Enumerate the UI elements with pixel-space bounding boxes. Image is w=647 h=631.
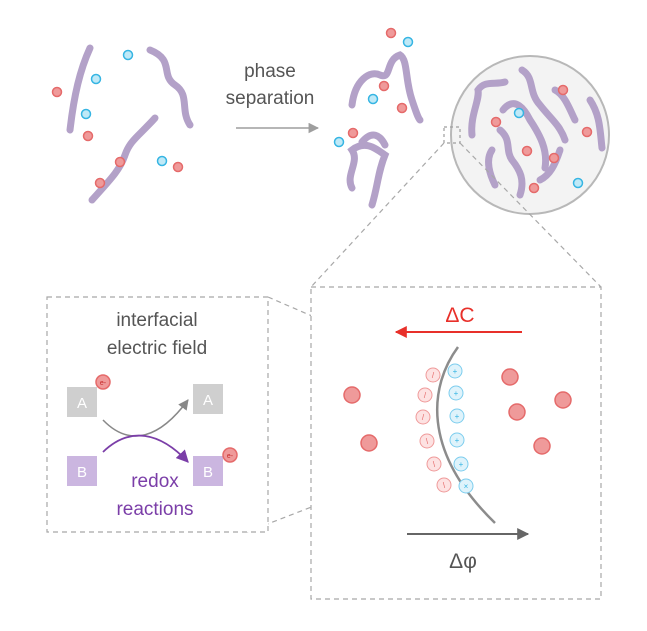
svg-text:/: / [422, 413, 425, 422]
polymer-strands-droplet [468, 66, 606, 199]
polymer-strand-1 [66, 44, 94, 134]
reduction-arrow [102, 434, 189, 463]
double-layer-anions: + + + + + × [447, 363, 474, 494]
polymer-strand-5 [358, 131, 389, 149]
svg-text:+: + [455, 412, 460, 421]
ions-dispersed [51, 49, 184, 189]
polymer-strands [66, 44, 194, 204]
redox-label: redox [131, 471, 179, 492]
bulk-ions [343, 368, 572, 455]
delta-phi-label: Δφ [449, 550, 477, 573]
svg-text:/: / [432, 371, 435, 380]
phase-label: phase [244, 61, 296, 82]
species-b-label-product: B [203, 464, 213, 481]
redox-inset-panel: interfacial electric field A e- A B B e-… [46, 296, 269, 533]
electron-a [95, 374, 111, 390]
species-b-label-reactant: B [77, 464, 87, 481]
double-layer-cations: / / / \ \ \ [415, 367, 452, 493]
polymer-strand-3 [88, 114, 159, 204]
interfacial-label: interfacial [116, 310, 197, 331]
interface-inset-panel: ΔC / / / \ \ [310, 286, 602, 600]
separation-label: separation [226, 88, 315, 109]
species-b-box-reactant [67, 456, 97, 486]
electric-field-label: electric field [107, 338, 207, 359]
polymer-strands-separated [346, 51, 424, 209]
electron-b [222, 447, 238, 463]
svg-text:+: + [453, 367, 458, 376]
svg-text:+: + [455, 436, 460, 445]
species-a-box-reactant [67, 387, 97, 417]
polymer-strand-4 [348, 51, 424, 124]
species-a-label-product: A [203, 392, 213, 409]
svg-text:/: / [424, 391, 427, 400]
reactions-label: reactions [116, 499, 193, 520]
svg-text:×: × [464, 482, 469, 491]
svg-text:\: \ [433, 460, 436, 469]
delta-c-label: ΔC [445, 304, 474, 327]
polymer-strand-6 [346, 141, 390, 209]
ions-separated [333, 27, 414, 148]
ions-droplet [490, 84, 593, 194]
zoom-region-box [443, 126, 461, 144]
electron-a-label: e- [100, 380, 107, 387]
svg-text:\: \ [443, 481, 446, 490]
dispersed-state-panel [51, 44, 194, 204]
polymer-strand-2 [146, 46, 194, 129]
species-b-box-product [193, 456, 223, 486]
svg-text:\: \ [426, 437, 429, 446]
svg-text:+: + [454, 389, 459, 398]
interface-boundary [436, 346, 496, 524]
electron-b-label: e- [227, 453, 234, 460]
species-a-label-reactant: A [77, 395, 87, 412]
svg-text:+: + [459, 460, 464, 469]
separated-state-panel [333, 27, 424, 209]
phase-separation-step: phase separation [226, 61, 320, 134]
species-a-box-product [193, 384, 223, 414]
droplet-zoom-panel [443, 55, 610, 215]
oxidation-arrow [102, 399, 189, 437]
